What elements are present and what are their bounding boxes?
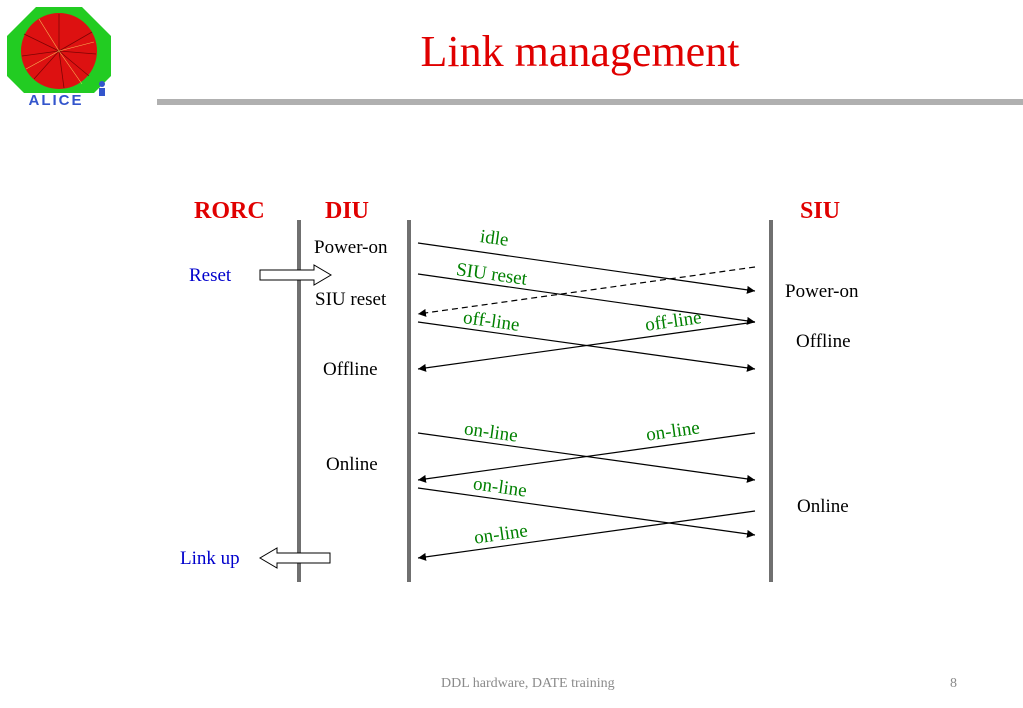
siu-state-power-on: Power-on [785,281,859,302]
rorc-label-link-up: Link up [180,548,240,569]
logo-text: ALICE [29,92,84,108]
message-idle: idle [478,226,510,251]
arrow-siu-reset [417,273,756,325]
siu-state-online: Online [797,496,849,517]
arrow-dashed-return [417,266,756,317]
arrow-on-line-siu-2 [417,510,756,561]
rorc-label-reset: Reset [189,265,232,286]
footer-text: DDL hardware, DATE training [441,676,615,691]
column-header-siu: SIU [800,198,841,224]
page-number: 8 [950,676,957,691]
diu-state-online: Online [326,454,378,475]
diu-state-siu-reset: SIU reset [315,289,387,310]
diu-state-offline: Offline [323,359,378,380]
arrow-off-line-siu [417,321,756,372]
arrow-on-line-diu-2 [417,487,756,538]
reset-block-arrow [259,264,332,286]
logo-figure-icon [99,81,105,96]
slide-title: Link management [420,27,740,76]
alice-logo: ALICE [4,4,114,108]
siu-state-offline: Offline [796,331,851,352]
arrow-idle [417,242,756,294]
column-header-rorc: RORC [194,198,265,224]
diu-state-power-on: Power-on [314,237,388,258]
column-header-diu: DIU [325,198,370,224]
arrow-on-line-siu-1 [417,432,756,483]
title-rule [157,99,1023,105]
link-up-block-arrow [259,547,331,569]
